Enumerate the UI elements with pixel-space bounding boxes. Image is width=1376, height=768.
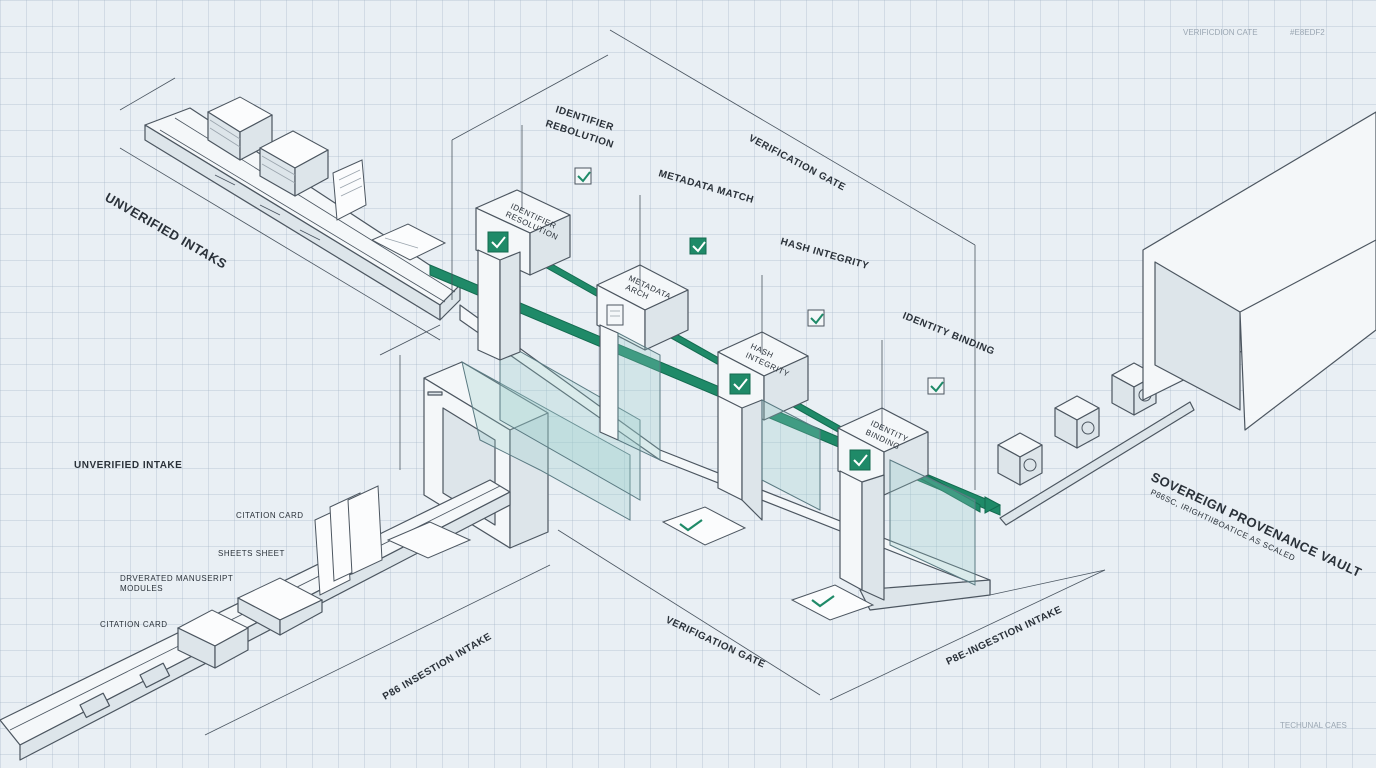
upper-conveyor [144, 107, 461, 321]
label-identity-binding: IDENTITY BINDING [901, 311, 996, 358]
check-icon [689, 237, 707, 255]
check-icon [487, 231, 509, 253]
document-standing [332, 159, 367, 221]
label-sheets-sheet: SHEETS SHEET [218, 549, 285, 558]
label-pre-intake-bottom: P86 INSESTION INTAKE [381, 631, 494, 702]
gate-identity-binding: IDENTITY BINDING [837, 407, 976, 601]
check-icon [574, 167, 592, 185]
hex-code: #E8EDF2 [1290, 28, 1325, 37]
label-pre-intake-right: P8E-INGESTION INTAKE [945, 604, 1064, 667]
label-hash-integrity: HASH INTEGRITY [779, 236, 870, 272]
lower-document-stacks [176, 485, 472, 669]
document-stack-2 [258, 130, 330, 197]
dimension-lines [119, 29, 1106, 736]
lock-icon [1054, 395, 1100, 449]
vault-box [1142, 111, 1376, 431]
check-icon [729, 373, 751, 395]
document-flat [370, 223, 447, 261]
lock-icon [997, 432, 1043, 486]
label-metadata-match: METADATA MATCH [657, 168, 755, 206]
label-citation-card: CITATION CARD [236, 511, 304, 520]
label-unverified-intake: UNVERIFIED INTAKE [74, 460, 182, 471]
faint-footer: TECHUNAL CAES [1280, 721, 1347, 730]
gate-identifier-resolution: IDENTIFIER RESOLUTION [475, 189, 571, 361]
verified-slips [661, 506, 875, 621]
gate-hash-integrity: HASH INTEGRITY [717, 331, 821, 521]
label-manuscript-2: MODULES [120, 584, 163, 593]
label-manuscript-1: DRVERATED MANUSERIPT [120, 574, 233, 583]
check-markers [574, 167, 945, 395]
label-citation-card-2: CITATION CARD [100, 620, 168, 629]
document-stack-1 [206, 96, 274, 161]
faint-title: VERIFICDION CATE [1183, 28, 1258, 37]
gate-metadata-match: METADATA ARCH [596, 264, 689, 461]
label-verification-gate-top: VERIFICATION GATE [747, 133, 848, 193]
check-icon [807, 309, 825, 327]
label-vault-title: SOVEREIGN PROVENANCE VAULT [1149, 469, 1364, 580]
check-icon [927, 377, 945, 395]
label-verification-gate-bottom: VERIFIGATION GATE [664, 615, 767, 671]
label-unverified-intake-top: UNVERIFIED INTAKS [103, 190, 230, 272]
check-icon [849, 449, 871, 471]
